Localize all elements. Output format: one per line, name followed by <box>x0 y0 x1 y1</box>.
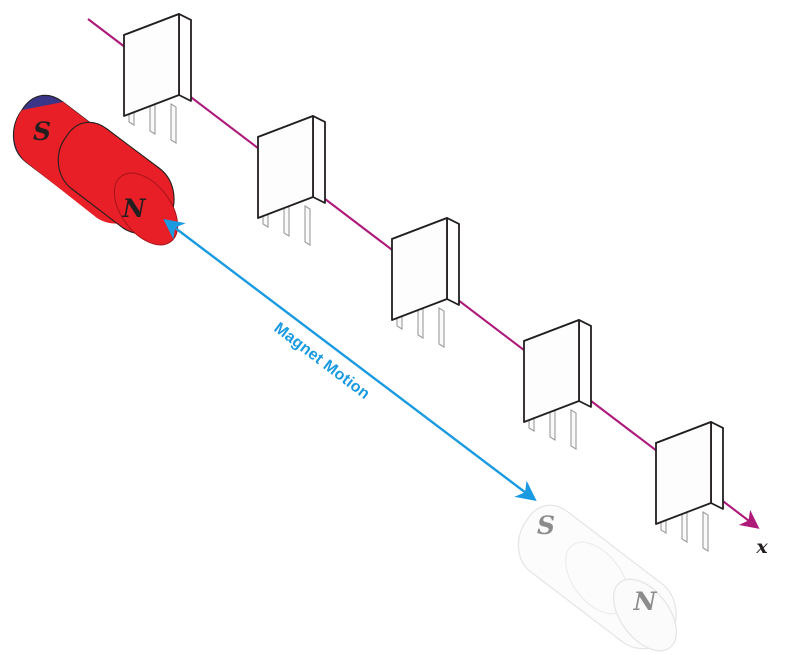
hall-sensor-4[interactable] <box>523 319 592 450</box>
bar-magnet-ghost: S N <box>517 504 677 652</box>
hall-sensor-1[interactable] <box>123 13 192 144</box>
hall-effect-sensor-array <box>123 13 724 552</box>
x-axis-label: x <box>755 536 768 558</box>
hall-sensor-2[interactable] <box>257 115 326 246</box>
bar-magnet-active[interactable]: S N <box>12 94 190 256</box>
hall-sensor-3[interactable] <box>391 217 460 348</box>
magnet-motion-arrow-line <box>163 218 537 502</box>
magnet-motion-label: Magnet Motion <box>271 320 373 403</box>
magnet-south-label: S <box>33 117 51 146</box>
hall-sensor-5[interactable] <box>655 421 724 552</box>
ghost-magnet-south-label: S <box>537 511 555 540</box>
magnet-motion-group: Magnet Motion <box>163 218 537 502</box>
ghost-magnet-north-label: N <box>633 587 658 616</box>
magnet-north-label: N <box>122 194 147 223</box>
